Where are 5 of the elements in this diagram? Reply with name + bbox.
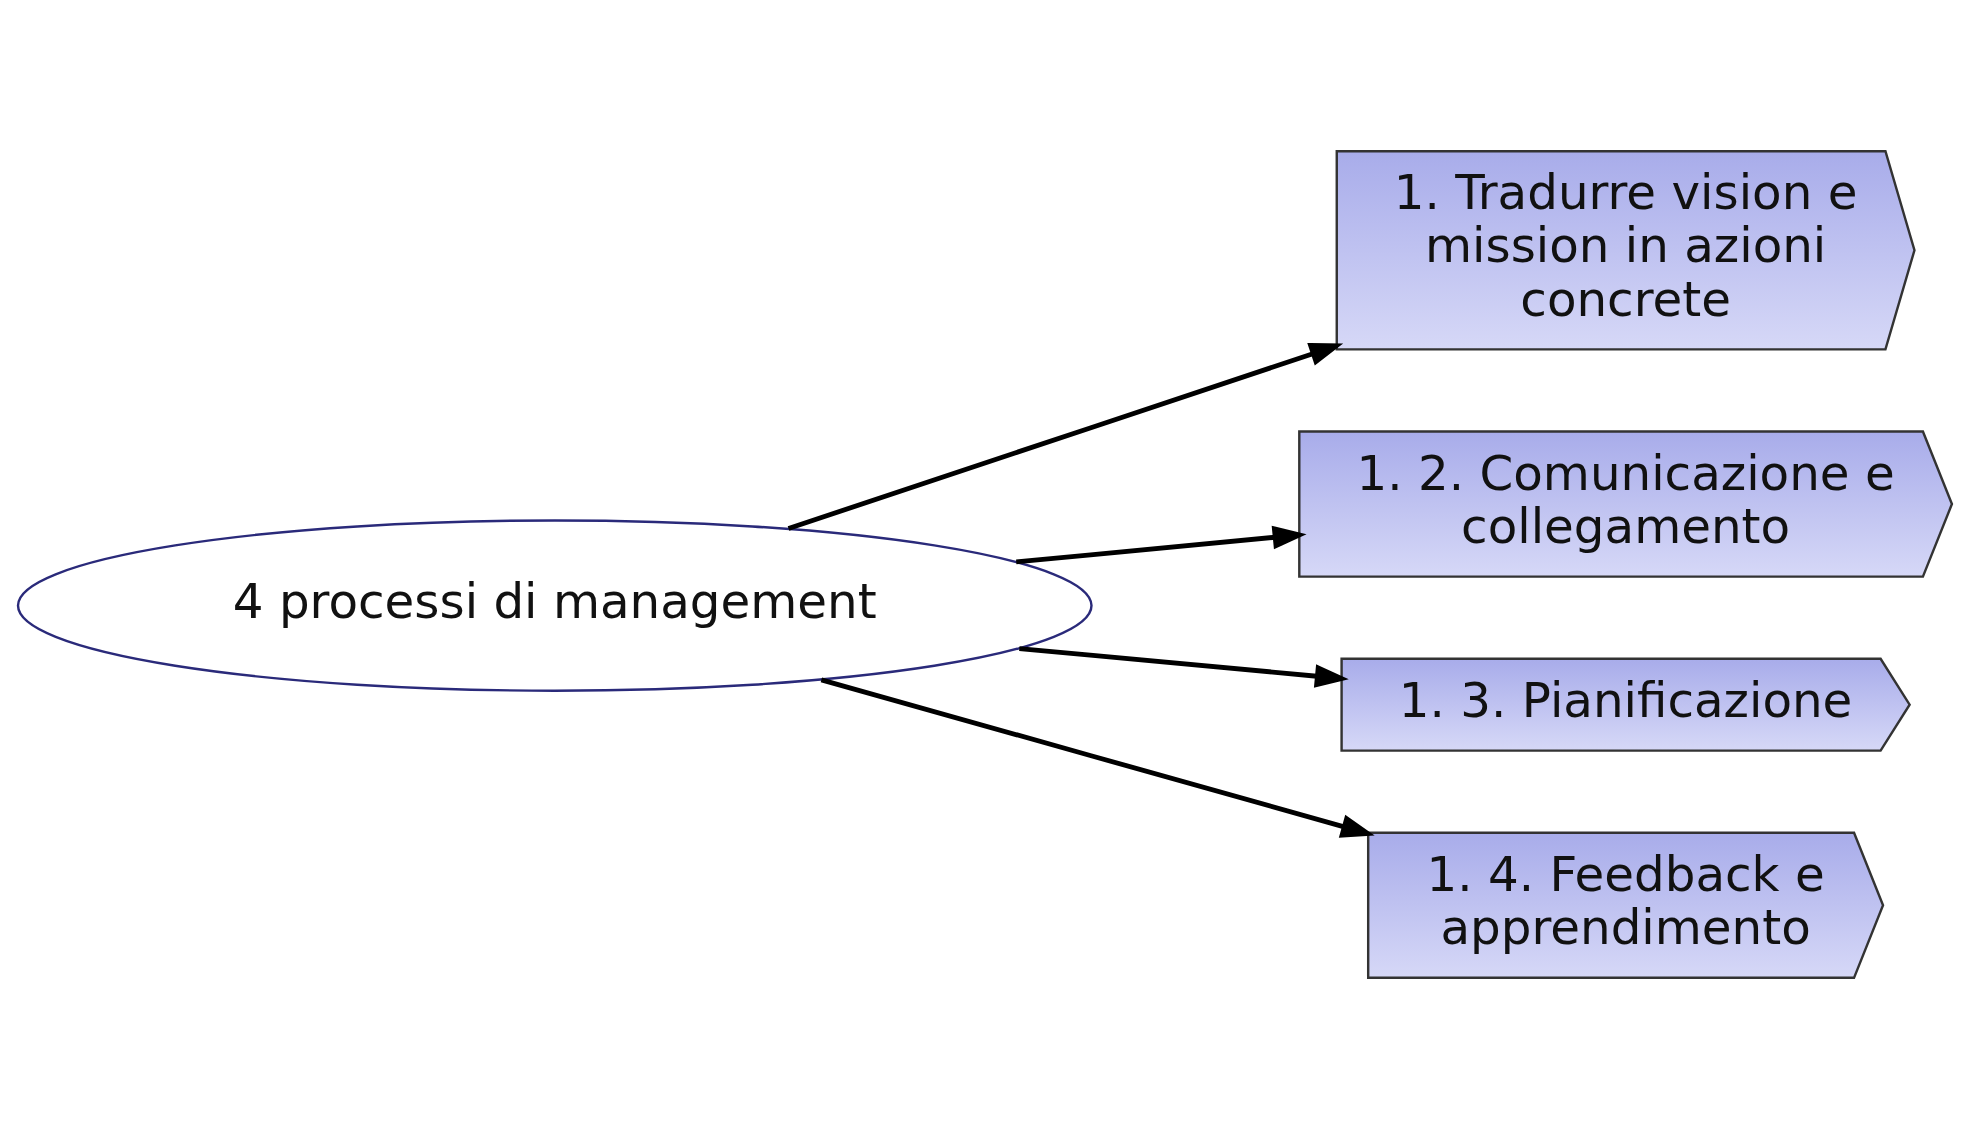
arrow [1019, 645, 1349, 688]
arrow [1016, 525, 1307, 564]
node-ellipse: 4 processi di management [16, 518, 1093, 692]
arrow [787, 342, 1344, 531]
arrow [820, 677, 1375, 838]
